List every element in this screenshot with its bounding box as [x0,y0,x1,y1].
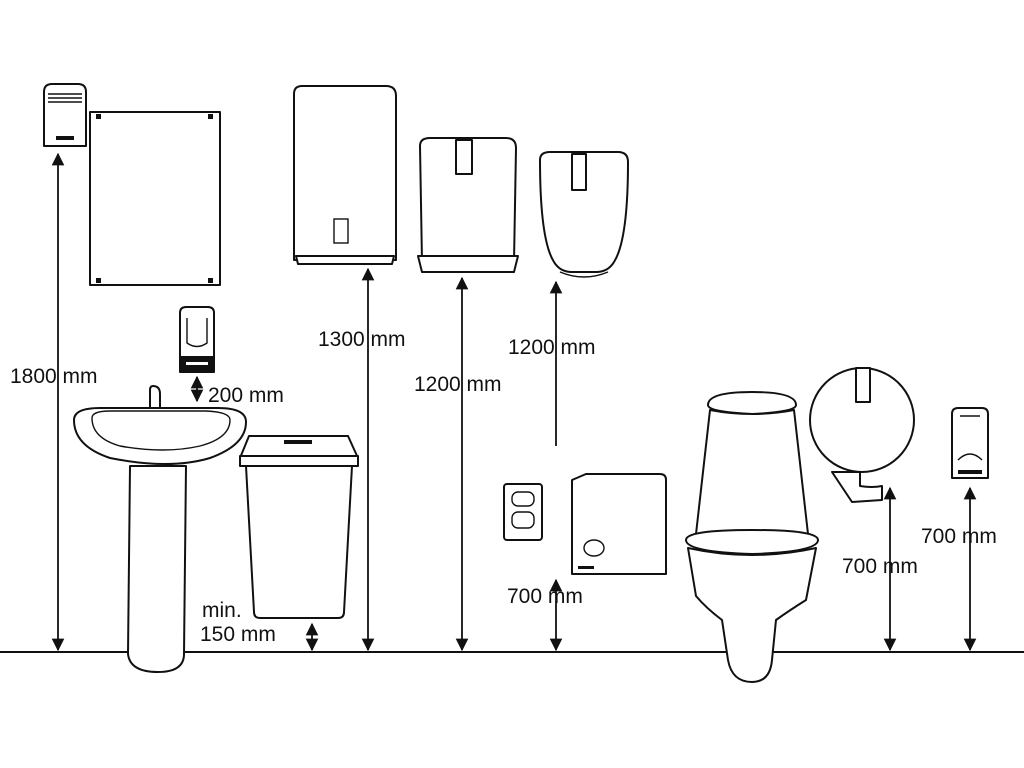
towel-dispenser-large-icon [293,85,397,265]
label-roll-towel-height: 1200 mm [508,336,596,359]
label-bin-height: 150 mm [200,623,276,646]
label-towel-large-height: 1300 mm [318,328,406,351]
roll-towel-dispenser-icon [539,151,629,278]
label-soap-gap: 200 mm [208,384,284,407]
toilet-roll-dispenser-icon [809,367,915,503]
hand-dryer-icon [43,83,87,147]
small-dispenser-icon [571,473,667,575]
soap-dispenser-icon [179,306,215,373]
label-hand-dryer-height: 1800 mm [10,365,98,388]
label-towel-medium-height: 1200 mm [414,373,502,396]
label-sanitizer-height: 700 mm [921,525,997,548]
label-toilet-roll-height: 700 mm [842,555,918,578]
sanitizer-dispenser-icon [951,407,989,479]
toilet-icon [685,391,819,683]
label-small-dispenser-height: 700 mm [507,585,583,608]
towel-dispenser-medium-icon [417,137,519,273]
sink-icon [73,385,247,673]
waste-bin-icon [239,435,359,619]
flush-plate-icon [503,483,543,541]
label-bin-min: min. [202,599,242,622]
mirror-icon [89,111,221,286]
